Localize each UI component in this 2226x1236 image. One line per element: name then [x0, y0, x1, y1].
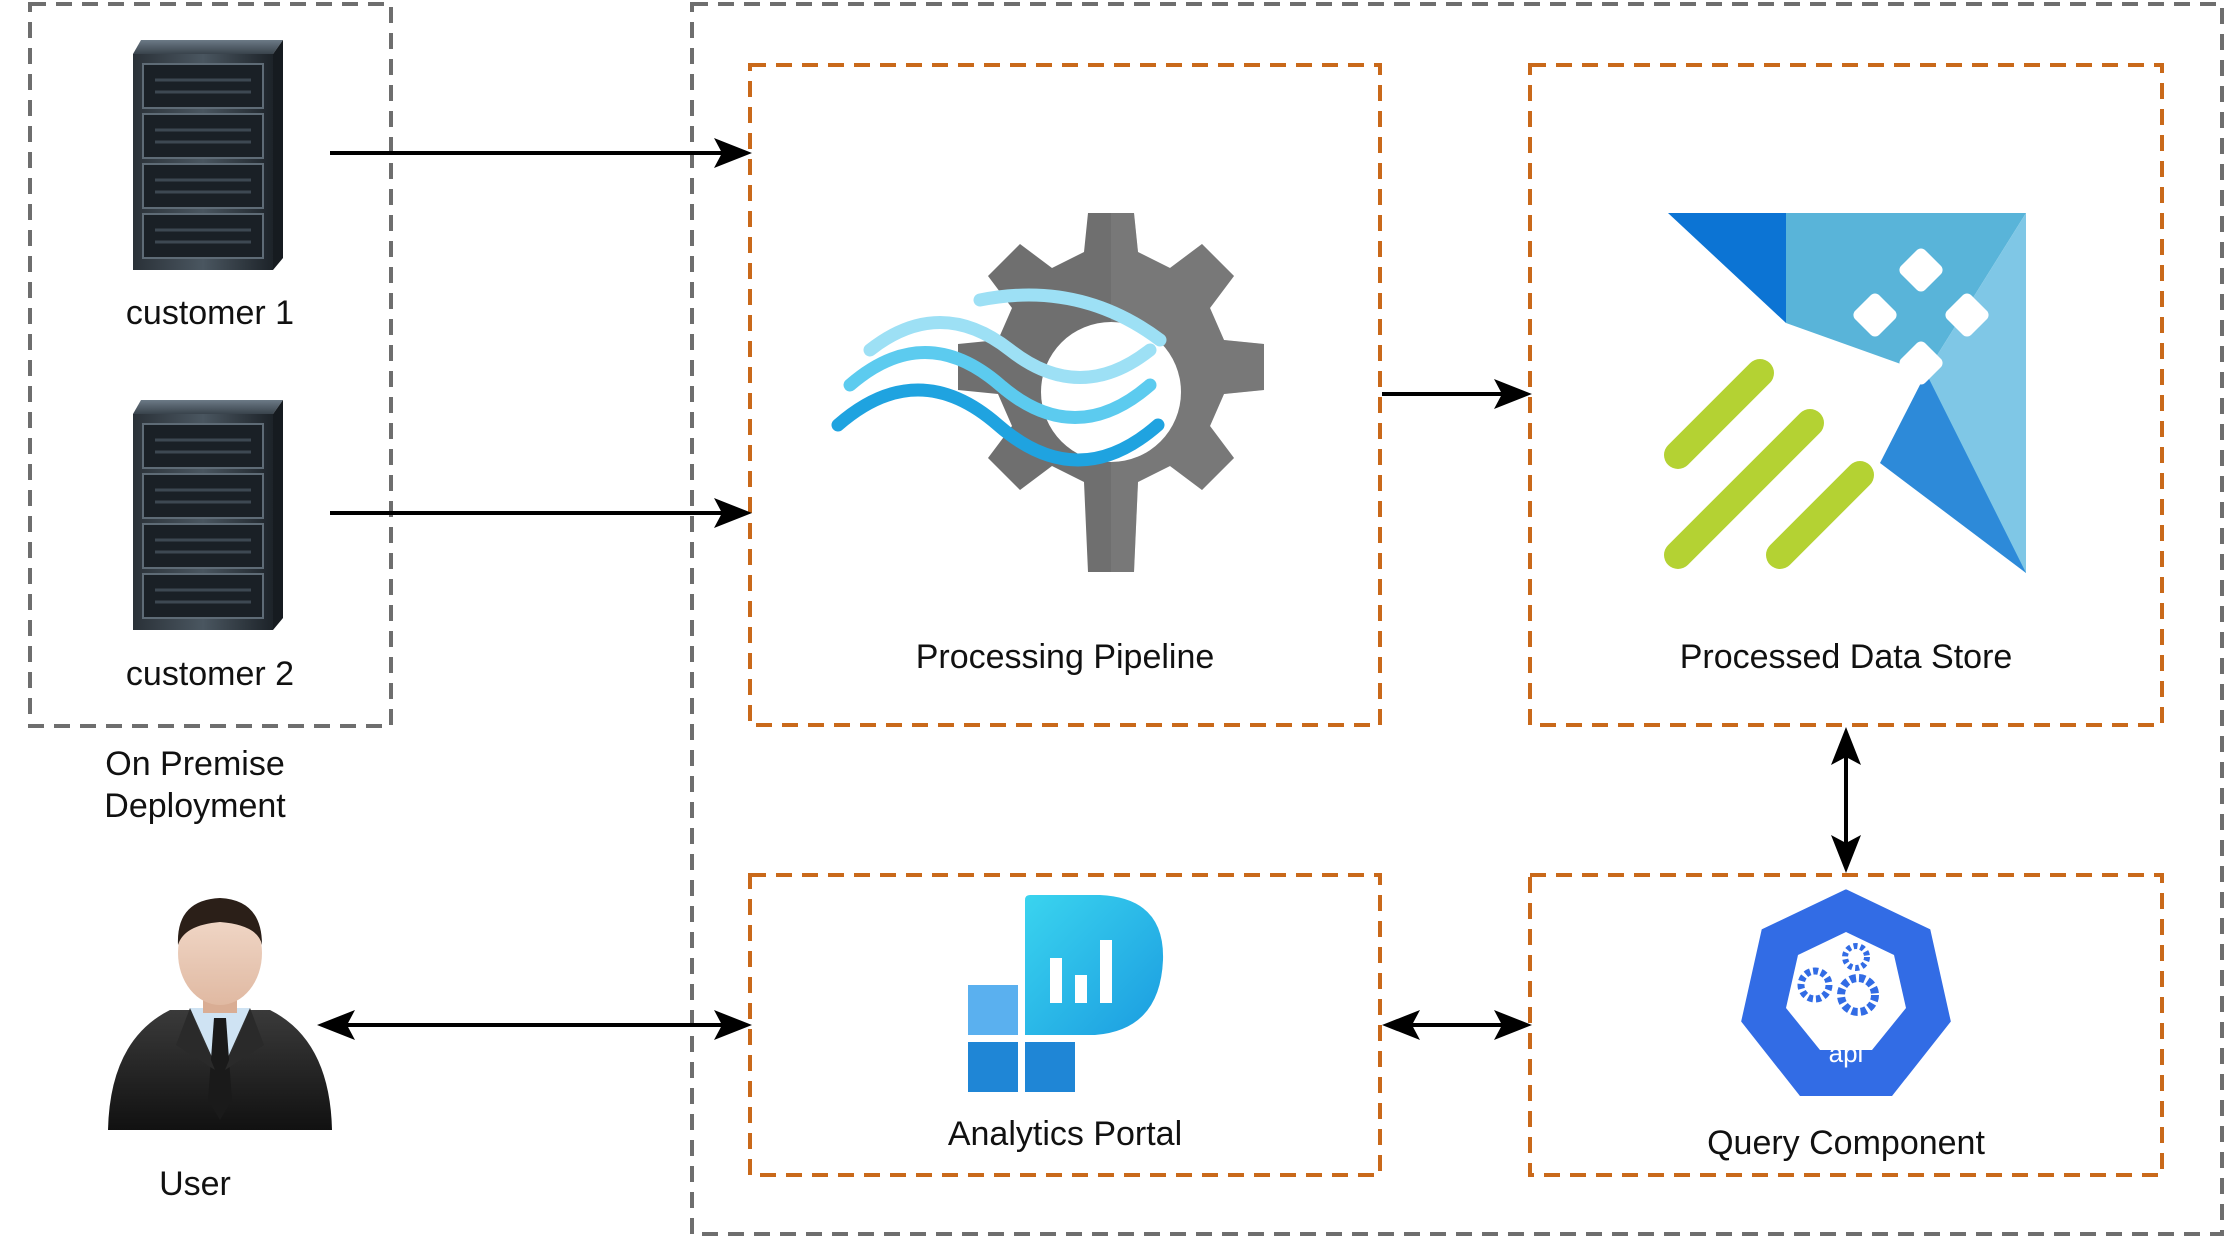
stream-analytics-gear-icon [831, 213, 1264, 572]
arrow-pipeline-to-datastore [1382, 379, 1532, 409]
server-rack-icon [133, 400, 283, 630]
processing-pipeline-box [748, 63, 1382, 727]
kubernetes-api-icon: api [1736, 884, 1956, 1100]
processed-data-store-box [1528, 63, 2164, 727]
arrow-user-portal-bidirectional [317, 1010, 752, 1040]
api-label: api [1829, 1038, 1864, 1068]
on-premise-label-line1: On Premise [105, 745, 285, 783]
server-rack-icon [133, 40, 283, 270]
processed-data-store-label: Processed Data Store [1679, 638, 2013, 676]
query-component-box [1528, 873, 2164, 1177]
user-label: User [159, 1165, 231, 1203]
customer-1-label: customer 1 [125, 294, 295, 332]
on-premise-label-line2: Deployment [104, 787, 286, 825]
arrow-customer2-to-pipeline [330, 498, 752, 528]
analytics-portal-box [748, 873, 1382, 1177]
cloud-boundary [690, 2, 2224, 1236]
analytics-portal-label: Analytics Portal [947, 1115, 1183, 1153]
analytics-dashboard-icon [968, 895, 1164, 1092]
query-component-label: Query Component [1707, 1124, 1985, 1162]
data-explorer-icon [1664, 213, 2026, 573]
arrow-customer1-to-pipeline [330, 138, 752, 168]
on-premise-boundary [28, 2, 393, 728]
arrow-portal-query-bidirectional [1382, 1010, 1532, 1040]
customer-2-label: customer 2 [125, 655, 295, 693]
processing-pipeline-label: Processing Pipeline [915, 638, 1215, 676]
businessman-icon [108, 898, 332, 1130]
arrow-datastore-query-bidirectional [1831, 727, 1861, 873]
